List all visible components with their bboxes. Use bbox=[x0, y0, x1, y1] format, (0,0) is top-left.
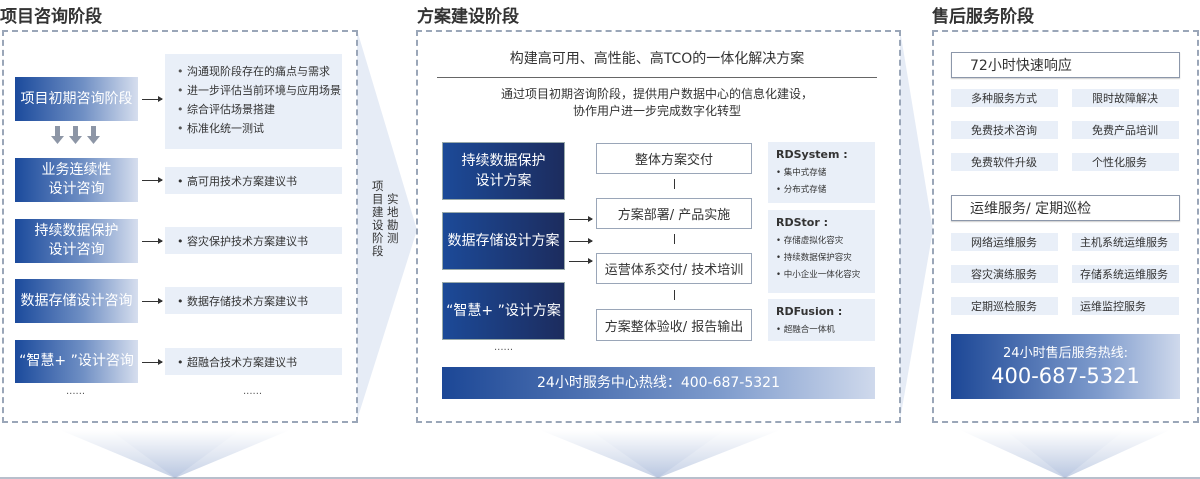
product-rdsystem: RDSystem : 集中式存储 分布式存储 bbox=[768, 142, 875, 203]
detail-item: 进一步评估当前环境与应用场景 bbox=[177, 81, 342, 100]
consult-panel bbox=[2, 30, 358, 423]
build-headline: 构建高可用、高性能、高TCO的一体化解决方案 bbox=[509, 51, 805, 67]
flow-step: 方案整体验收/ 报告输出 bbox=[596, 309, 752, 341]
label: 业务连续性 bbox=[41, 162, 112, 178]
stage-title-consult: 项目咨询阶段 bbox=[0, 7, 102, 27]
desc-line: 协作用户进一步完成数字化转型 bbox=[572, 104, 741, 118]
connector-text-2: 实地勘测 bbox=[387, 192, 399, 245]
hotline-label: 24小时售后服务热线: bbox=[1003, 346, 1128, 361]
down-arrows-icon bbox=[51, 126, 100, 144]
service-item: 存储系统运维服务 bbox=[1072, 265, 1179, 283]
service-item: 免费产品培训 bbox=[1072, 121, 1179, 139]
arrow-icon bbox=[142, 298, 163, 304]
product-item: 中小企业一体化容灾 bbox=[776, 267, 867, 284]
flow-step: 方案部署/ 产品实施 bbox=[596, 198, 752, 229]
connector-wedge bbox=[357, 30, 417, 420]
hotline-number: 400-687-5321 bbox=[991, 364, 1140, 388]
deliverable-text: 数据存储技术方案建议书 bbox=[177, 293, 308, 309]
consult-initial-details: 沟通现阶段存在的痛点与需求 进一步评估当前环境与应用场景 综合评估场景搭建 标准… bbox=[165, 54, 342, 149]
arrow-icon bbox=[569, 216, 593, 222]
service-panel bbox=[932, 30, 1199, 423]
service-group-header: 运维服务/ 定期巡检 bbox=[951, 195, 1180, 221]
service-item: 限时故障解决 bbox=[1072, 89, 1179, 107]
label: 持续数据保护 bbox=[34, 223, 119, 239]
arrow-icon bbox=[569, 238, 593, 244]
build-panel bbox=[416, 30, 901, 423]
service-item: 容灾演练服务 bbox=[951, 265, 1058, 283]
consult-stage-continuity: 业务连续性设计咨询 bbox=[15, 158, 138, 202]
product-name: RDFusion : bbox=[776, 305, 843, 318]
service-item: 定期巡检服务 bbox=[951, 297, 1058, 315]
service-item: 运维监控服务 bbox=[1072, 297, 1179, 315]
stage-title-service: 售后服务阶段 bbox=[932, 7, 1034, 27]
more-ellipsis: ...... bbox=[66, 386, 86, 397]
product-item: 超融合一体机 bbox=[776, 322, 867, 339]
consult-stage-storage: 数据存储设计咨询 bbox=[15, 279, 138, 323]
product-rdstor: RDStor : 存储虚拟化容灾 持续数据保护容灾 中小企业一体化容灾 bbox=[768, 210, 875, 293]
solution-storage: 数据存储设计方案 bbox=[442, 212, 565, 270]
down-line-icon bbox=[674, 290, 675, 300]
solution-cdp: 持续数据保护设计方案 bbox=[442, 142, 565, 200]
product-item: 分布式存储 bbox=[776, 182, 867, 199]
service-hotline: 24小时售后服务热线: 400-687-5321 bbox=[951, 334, 1180, 399]
desc-line: 通过项目初期咨询阶段，提供用户数据中心的信息化建设， bbox=[500, 87, 813, 101]
service-item: 个性化服务 bbox=[1072, 153, 1179, 171]
label: 设计方案 bbox=[475, 173, 532, 189]
service-item: 多种服务方式 bbox=[951, 89, 1058, 107]
arrow-icon bbox=[142, 359, 163, 365]
stage-title-build: 方案建设阶段 bbox=[417, 7, 519, 27]
divider bbox=[437, 77, 877, 78]
label: 持续数据保护 bbox=[461, 153, 546, 169]
label: 设计咨询 bbox=[48, 181, 105, 197]
build-hotline: 24小时服务中心热线：400-687-5321 bbox=[442, 367, 875, 399]
build-description: 通过项目初期咨询阶段，提供用户数据中心的信息化建设， 协作用户进一步完成数字化转型 bbox=[437, 86, 877, 120]
consult-stage-cdp: 持续数据保护设计咨询 bbox=[15, 219, 138, 263]
fan bbox=[590, 430, 725, 478]
fan bbox=[110, 430, 240, 478]
product-item: 存储虚拟化容灾 bbox=[776, 233, 867, 250]
connector-text-1: 项目建设阶段 bbox=[372, 179, 384, 258]
consult-deliverable: 超融合技术方案建议书 bbox=[165, 348, 342, 375]
arrow-icon bbox=[142, 96, 163, 102]
detail-item: 综合评估场景搭建 bbox=[177, 100, 342, 119]
service-group-header: 72小时快速响应 bbox=[951, 52, 1180, 78]
consult-stage-initial: 项目初期咨询阶段 bbox=[15, 77, 138, 121]
product-name: RDSystem : bbox=[776, 148, 848, 161]
service-item: 网络运维服务 bbox=[951, 233, 1058, 251]
product-rdfusion: RDFusion : 超融合一体机 bbox=[768, 299, 875, 341]
solution-smart: “智慧+ ”设计方案 bbox=[442, 282, 565, 340]
detail-item: 沟通现阶段存在的痛点与需求 bbox=[177, 62, 342, 81]
service-item: 主机系统运维服务 bbox=[1072, 233, 1179, 251]
arrow-icon bbox=[142, 238, 163, 244]
more-ellipsis: ...... bbox=[494, 342, 514, 353]
consult-deliverable: 容灾保护技术方案建议书 bbox=[165, 227, 342, 254]
deliverable-text: 超融合技术方案建议书 bbox=[177, 354, 297, 370]
detail-item: 标准化统一测试 bbox=[177, 119, 342, 138]
service-item: 免费技术咨询 bbox=[951, 121, 1058, 139]
flow-step: 运营体系交付/ 技术培训 bbox=[596, 253, 752, 284]
deliverable-text: 高可用技术方案建议书 bbox=[177, 173, 297, 189]
connector-wedge bbox=[900, 30, 933, 420]
down-line-icon bbox=[674, 179, 675, 189]
consult-deliverable: 高可用技术方案建议书 bbox=[165, 167, 342, 194]
arrow-icon bbox=[569, 258, 593, 264]
service-item: 免费软件升级 bbox=[951, 153, 1058, 171]
arrow-icon bbox=[142, 177, 163, 183]
consult-deliverable: 数据存储技术方案建议书 bbox=[165, 287, 342, 314]
product-item: 集中式存储 bbox=[776, 165, 867, 182]
product-item: 持续数据保护容灾 bbox=[776, 250, 867, 267]
down-line-icon bbox=[674, 234, 675, 244]
deliverable-text: 容灾保护技术方案建议书 bbox=[177, 233, 308, 249]
fan bbox=[1005, 430, 1125, 478]
more-ellipsis: ...... bbox=[243, 386, 263, 397]
consult-stage-smart: “智慧+ ”设计咨询 bbox=[15, 340, 138, 383]
product-name: RDStor : bbox=[776, 216, 828, 229]
flow-step: 整体方案交付 bbox=[596, 143, 752, 174]
label: 设计咨询 bbox=[48, 242, 105, 258]
